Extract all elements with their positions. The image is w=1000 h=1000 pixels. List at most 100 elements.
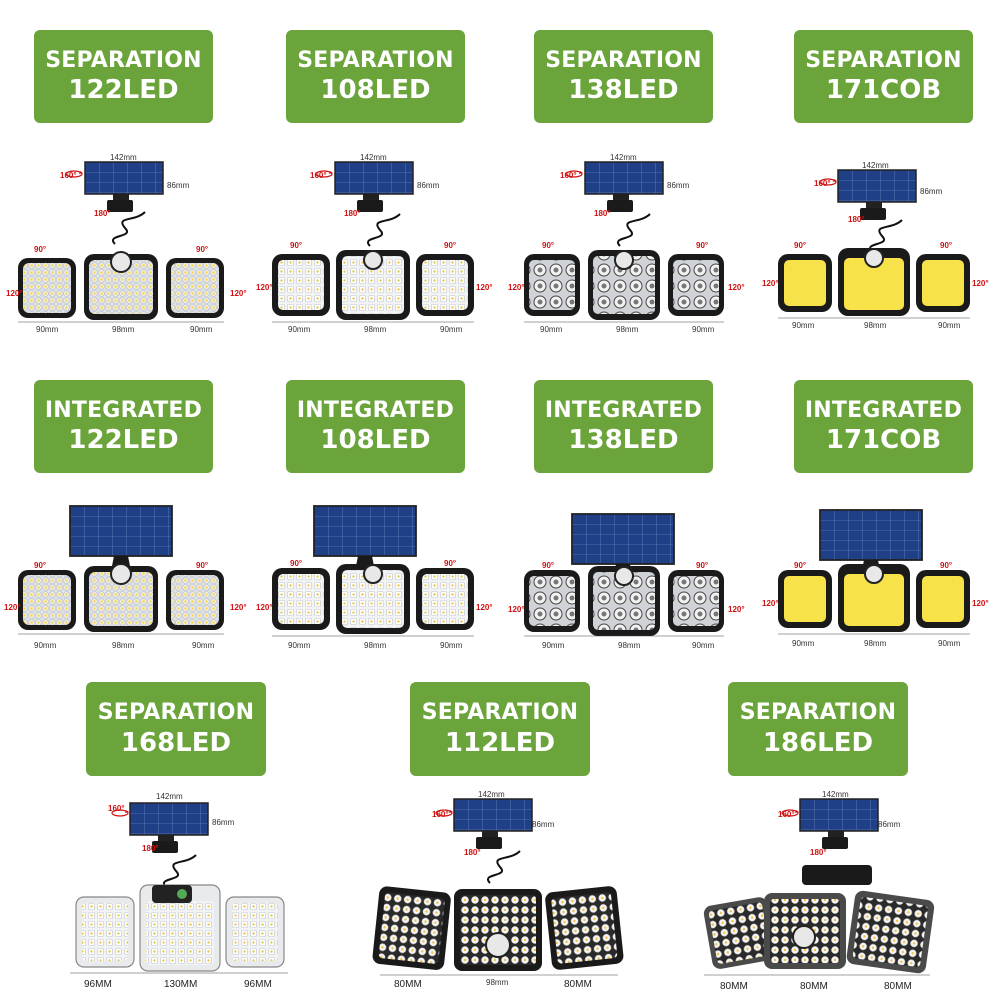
dim-side-left: 90mm bbox=[540, 325, 563, 334]
angle-120-right: 120° bbox=[972, 279, 989, 288]
dim-panel-height: 86mm bbox=[920, 187, 943, 196]
dim-center: 130MM bbox=[164, 979, 197, 990]
dim-panel-height: 86mm bbox=[878, 820, 901, 829]
angle-120-right: 120° bbox=[972, 599, 989, 608]
dim-panel-width: 142mm bbox=[822, 790, 849, 799]
label-type: INTEGRATED bbox=[296, 397, 455, 423]
dim-side-right: 90mm bbox=[440, 325, 463, 334]
angle-120-left: 120° bbox=[6, 289, 23, 298]
label-model: 168LED bbox=[120, 727, 232, 758]
dim-center: 98mm bbox=[864, 639, 887, 648]
dim-side-right: 80MM bbox=[884, 981, 912, 992]
angle-160: 160° bbox=[310, 171, 327, 180]
angle-90-left: 90° bbox=[542, 241, 554, 250]
label-type: SEPARATION bbox=[739, 700, 897, 725]
label-type: INTEGRATED bbox=[804, 397, 963, 423]
angle-90-left: 90° bbox=[542, 561, 554, 570]
angle-120-left: 120° bbox=[508, 283, 525, 292]
dim-side-right: 90mm bbox=[692, 325, 715, 334]
angle-160: 160° bbox=[432, 810, 449, 819]
angle-90-right: 90° bbox=[696, 561, 708, 570]
angle-160: 160° bbox=[560, 171, 577, 180]
dim-panel-width: 142mm bbox=[110, 153, 137, 162]
product-label-5: INTEGRATED 122LED bbox=[34, 380, 213, 473]
dim-center: 98mm bbox=[112, 641, 135, 650]
dim-center: 98mm bbox=[616, 325, 639, 334]
angle-120-left: 120° bbox=[4, 603, 21, 612]
dim-side-left: 90mm bbox=[542, 641, 565, 650]
product-image-1: 142mm 86mm 160° 180° 90° 120° 90° 120° 9… bbox=[0, 150, 250, 340]
angle-120-right: 120° bbox=[728, 605, 745, 614]
dim-center: 98mm bbox=[618, 641, 641, 650]
dim-panel-width: 142mm bbox=[360, 153, 387, 162]
label-model: 112LED bbox=[444, 727, 556, 758]
dim-side-left: 80MM bbox=[720, 981, 748, 992]
dim-side-left: 90mm bbox=[792, 639, 815, 648]
angle-90-right: 90° bbox=[940, 561, 952, 570]
product-image-5: 90° 120° 90° 120° 90mm 98mm 90mm bbox=[0, 500, 250, 660]
dim-side-left: 90mm bbox=[36, 325, 59, 334]
dim-side-right: 90mm bbox=[440, 641, 463, 650]
dim-side-right: 80MM bbox=[564, 979, 592, 990]
product-label-6: INTEGRATED 108LED bbox=[286, 380, 465, 473]
angle-160: 160° bbox=[60, 171, 77, 180]
angle-90-left: 90° bbox=[290, 559, 302, 568]
dim-center: 80MM bbox=[800, 981, 828, 992]
angle-90-left: 90° bbox=[794, 561, 806, 570]
angle-90-left: 90° bbox=[34, 245, 46, 254]
label-model: 138LED bbox=[568, 425, 679, 455]
angle-180: 180° bbox=[594, 209, 611, 218]
angle-120-left: 120° bbox=[762, 279, 779, 288]
label-type: SEPARATION bbox=[297, 47, 454, 73]
label-model: 108LED bbox=[320, 75, 431, 105]
product-label-4: SEPARATION 171COB bbox=[794, 30, 973, 123]
angle-120-left: 120° bbox=[256, 283, 273, 292]
dim-panel-height: 86mm bbox=[532, 820, 555, 829]
dim-center: 98mm bbox=[486, 978, 509, 987]
label-type: INTEGRATED bbox=[544, 397, 703, 423]
angle-180: 180° bbox=[848, 215, 865, 224]
angle-90-right: 90° bbox=[196, 245, 208, 254]
dim-side-right: 90mm bbox=[692, 641, 715, 650]
dim-panel-height: 86mm bbox=[212, 818, 235, 827]
product-label-10: SEPARATION 112LED bbox=[410, 682, 590, 776]
label-type: SEPARATION bbox=[45, 47, 202, 73]
angle-90-left: 90° bbox=[794, 241, 806, 250]
product-label-8: INTEGRATED 171COB bbox=[794, 380, 973, 473]
angle-160: 160° bbox=[108, 804, 125, 813]
product-image-3: 142mm 86mm 160° 180° 90° 120° 90° 120° 9… bbox=[500, 150, 750, 340]
label-type: SEPARATION bbox=[421, 700, 579, 725]
label-model: 171COB bbox=[825, 425, 942, 455]
label-type: INTEGRATED bbox=[44, 397, 203, 423]
dim-side-left: 96MM bbox=[84, 979, 112, 990]
dim-side-right: 90mm bbox=[192, 641, 215, 650]
angle-90-left: 90° bbox=[290, 241, 302, 250]
product-image-6: 90° 120° 90° 120° 90mm 98mm 90mm bbox=[250, 500, 500, 660]
angle-90-right: 90° bbox=[696, 241, 708, 250]
angle-120-right: 120° bbox=[728, 283, 745, 292]
angle-160: 160° bbox=[778, 810, 795, 819]
product-label-2: SEPARATION 108LED bbox=[286, 30, 465, 123]
product-label-7: INTEGRATED 138LED bbox=[534, 380, 713, 473]
dim-panel-height: 86mm bbox=[417, 181, 440, 190]
product-image-7: 90° 120° 90° 120° 90mm 98mm 90mm bbox=[500, 510, 750, 660]
label-model: 186LED bbox=[762, 727, 874, 758]
dim-side-right: 90mm bbox=[190, 325, 213, 334]
dim-side-right: 90mm bbox=[938, 321, 961, 330]
angle-90-right: 90° bbox=[444, 559, 456, 568]
product-image-11: 142mm 86mm 160° 180° 80MM 80MM 80MM bbox=[690, 785, 960, 995]
angle-120-left: 120° bbox=[762, 599, 779, 608]
product-label-3: SEPARATION 138LED bbox=[534, 30, 713, 123]
dim-panel-width: 142mm bbox=[156, 792, 183, 801]
angle-180: 180° bbox=[94, 209, 111, 218]
angle-90-left: 90° bbox=[34, 561, 46, 570]
dim-center: 98mm bbox=[864, 321, 887, 330]
dim-center: 98mm bbox=[364, 325, 387, 334]
angle-120-right: 120° bbox=[230, 603, 247, 612]
label-type: SEPARATION bbox=[545, 47, 702, 73]
label-model: 122LED bbox=[68, 75, 179, 105]
dim-panel-width: 142mm bbox=[478, 790, 505, 799]
product-label-11: SEPARATION 186LED bbox=[728, 682, 908, 776]
angle-180: 180° bbox=[810, 848, 827, 857]
product-label-1: SEPARATION 122LED bbox=[34, 30, 213, 123]
